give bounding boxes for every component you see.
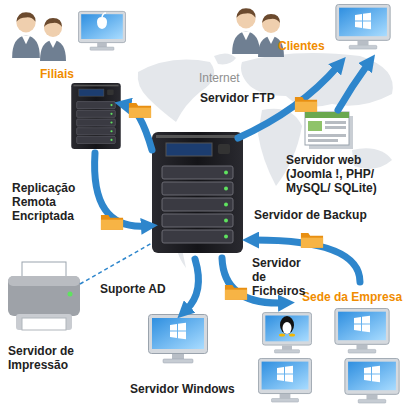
web-page-icon bbox=[305, 112, 353, 149]
filiais-people bbox=[12, 12, 66, 61]
network-label: Internet bbox=[197, 70, 242, 86]
world-map bbox=[138, 53, 393, 268]
service-label: Replicação Remota Encriptada bbox=[10, 180, 86, 224]
text-label: Servidor de Impressão bbox=[8, 344, 90, 372]
mac-computer bbox=[78, 11, 125, 50]
text-label: Internet bbox=[199, 71, 240, 85]
text-label: Servidor web (Joomla !, PHP/ MySQL/ SQLi… bbox=[286, 153, 392, 195]
windows-server: Servidor Windows bbox=[128, 381, 237, 397]
service-label: Servidor web (Joomla !, PHP/ MySQL/ SQLi… bbox=[284, 152, 394, 196]
text-label: Sede da Empresa bbox=[302, 290, 403, 304]
headquarters-group: Sede da Empresa bbox=[300, 289, 405, 305]
sede-computers bbox=[258, 308, 399, 403]
text-label: Clientes bbox=[278, 39, 325, 53]
service-label: Servidor FTP bbox=[198, 90, 277, 106]
branch-nas bbox=[71, 83, 121, 149]
print-server: Servidor de Impressão bbox=[6, 343, 92, 373]
service-label: Servidor de Backup bbox=[252, 207, 369, 223]
data-folders bbox=[101, 97, 323, 300]
branch-group: Filiais bbox=[38, 66, 77, 82]
text-label: Suporte AD bbox=[100, 282, 166, 296]
service-label: Suporte AD bbox=[98, 281, 168, 297]
text-label: Servidor de Backup bbox=[254, 208, 367, 222]
printer-link bbox=[80, 243, 152, 284]
clientes-people bbox=[232, 8, 284, 57]
clientes-computer bbox=[336, 4, 390, 49]
service-label: Servidor de Ficheiros bbox=[250, 255, 316, 299]
client-group: Clientes bbox=[276, 38, 327, 54]
printer-icon bbox=[8, 262, 80, 330]
central-nas bbox=[152, 132, 243, 253]
text-label: Servidor Windows bbox=[130, 382, 235, 396]
text-label: Servidor de Ficheiros bbox=[252, 256, 314, 298]
text-label: Replicação Remota Encriptada bbox=[12, 181, 84, 223]
text-label: Filiais bbox=[40, 67, 75, 81]
text-label: Servidor FTP bbox=[200, 91, 275, 105]
windows-server-computer bbox=[149, 315, 208, 364]
